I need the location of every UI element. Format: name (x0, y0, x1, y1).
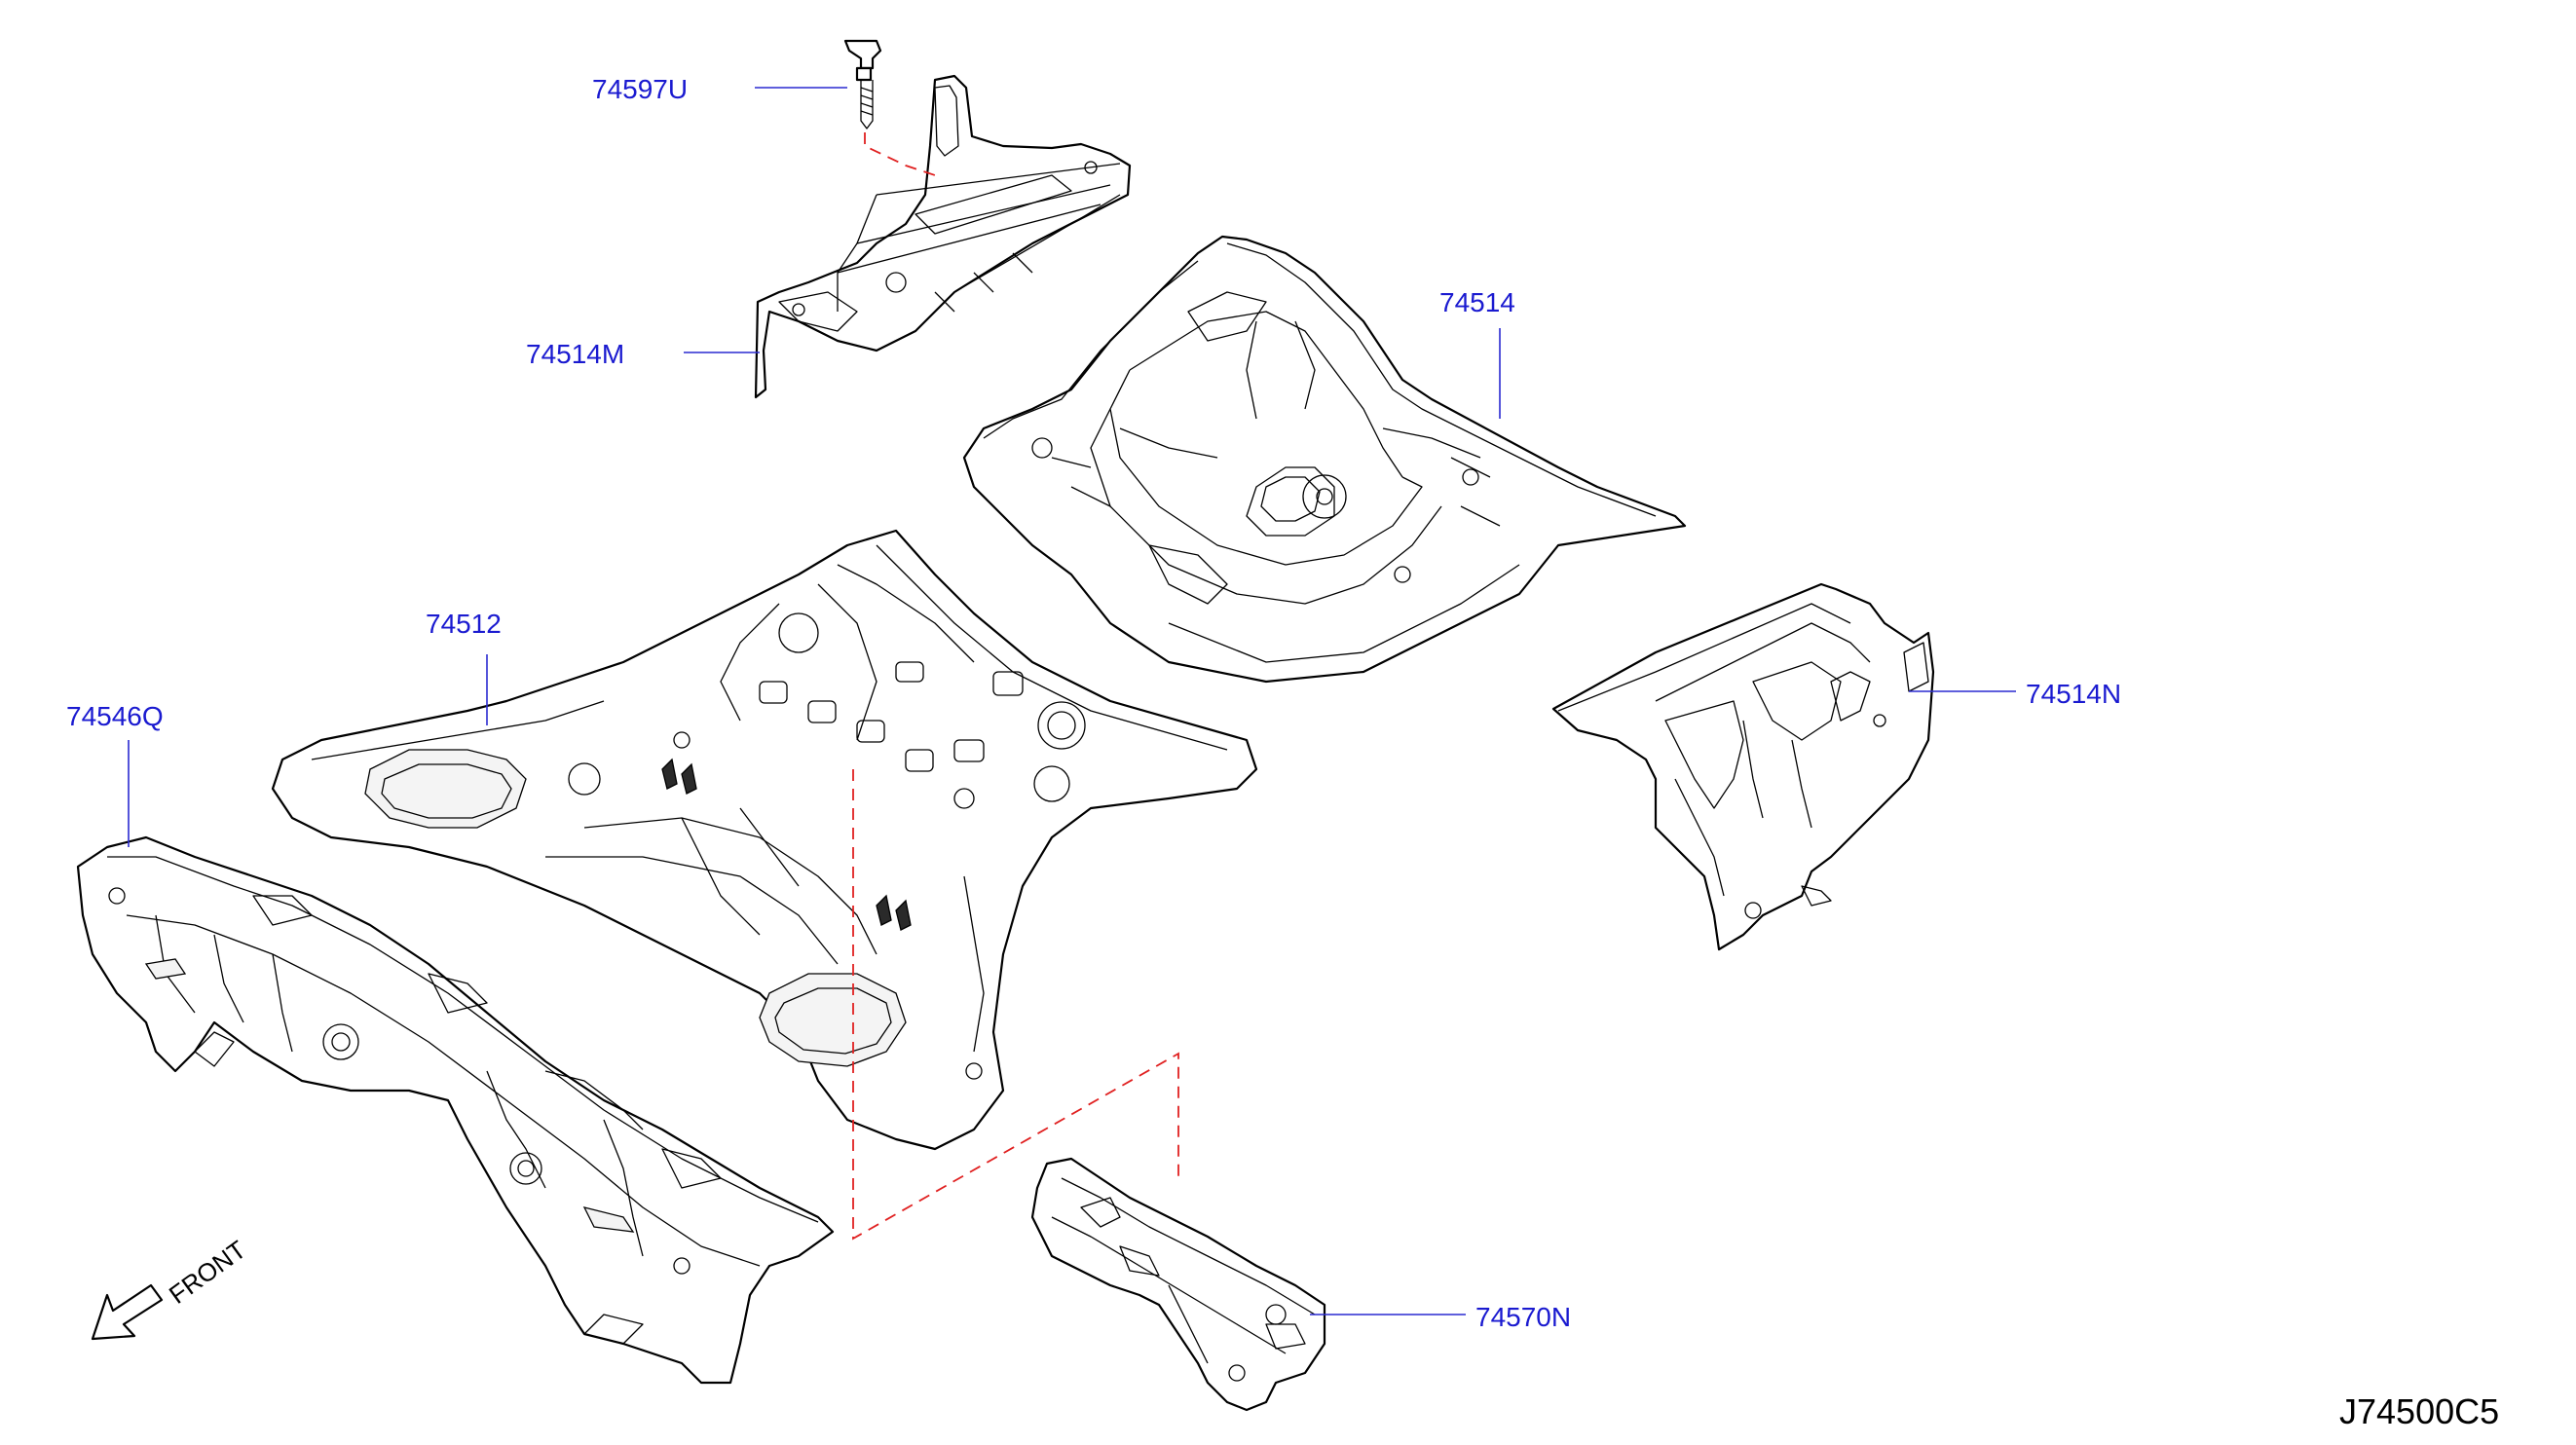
front-indicator: FRONT (91, 1235, 251, 1341)
label-74514: 74514 (1439, 287, 1515, 317)
label-74597U: 74597U (592, 74, 688, 104)
label-74514N: 74514N (2026, 679, 2121, 709)
part-74514N-side-member (1551, 582, 1935, 951)
front-arrow-icon (91, 1283, 164, 1341)
part-74546Q-front-rail (76, 835, 835, 1385)
dashed-connectors (852, 132, 1179, 1241)
front-label: FRONT (164, 1235, 251, 1310)
part-74570N-rear-bracket (1030, 1157, 1326, 1412)
label-74546Q: 74546Q (66, 701, 164, 731)
label-74514M: 74514M (526, 339, 624, 369)
part-74514-rear-floor (962, 235, 1687, 684)
label-74512: 74512 (426, 609, 502, 639)
figure-id: J74500C5 (2339, 1391, 2499, 1431)
part-74512-floor-panel (271, 529, 1258, 1151)
part-74597U-bolt (843, 39, 882, 130)
leader-lines (128, 87, 2016, 1315)
label-74570N: 74570N (1475, 1302, 1571, 1332)
part-74514M-crossmember (754, 74, 1132, 399)
